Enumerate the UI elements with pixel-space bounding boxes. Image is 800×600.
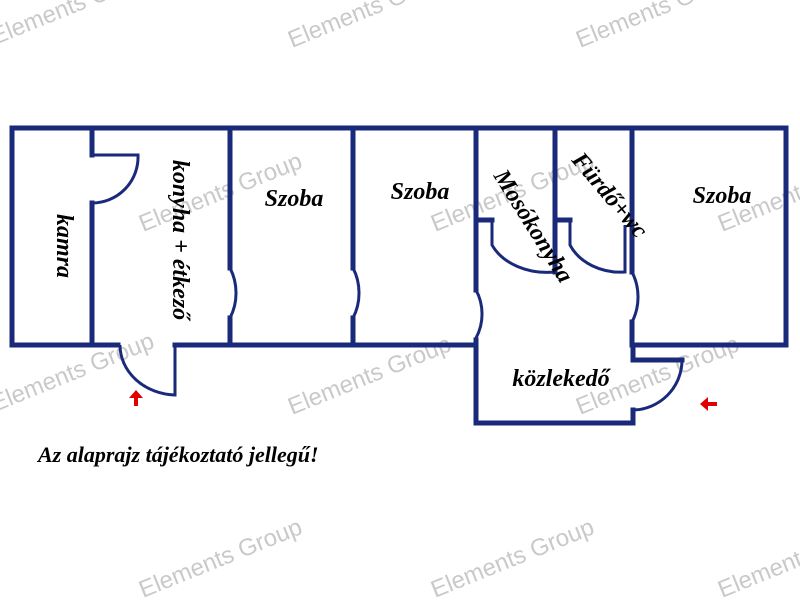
door-furdo <box>568 220 627 274</box>
door-kamra <box>91 153 140 205</box>
watermark: Elements Group <box>0 0 158 51</box>
door-szoba1 <box>228 267 238 319</box>
door-konyha-exterior <box>118 344 177 397</box>
doors <box>91 153 684 412</box>
room-label-furdo: Fürdő+wc <box>566 147 653 244</box>
arrow-up-icon <box>129 390 143 406</box>
entrance-arrows <box>129 390 717 411</box>
watermark: Elements Group <box>427 514 598 600</box>
room-label-konyha: konyha + étkező <box>167 160 193 322</box>
room-label-szoba: Szoba <box>693 183 752 209</box>
disclaimer-note: Az alaprajz tájékoztató jellegű! <box>38 442 319 467</box>
room-label-szoba: Szoba <box>265 186 324 212</box>
door-corridor-exterior <box>632 359 684 412</box>
door-szoba2 <box>351 267 361 319</box>
watermark: Elements Group <box>284 0 455 54</box>
door-corridor <box>474 289 484 339</box>
walls <box>9 125 789 426</box>
door-szoba3 <box>630 271 640 323</box>
door-mosokonyha <box>490 220 556 274</box>
room-label-kamra: kamra <box>51 214 77 278</box>
room-label-szoba: Szoba <box>391 179 450 205</box>
watermark: Elements Group <box>135 514 306 600</box>
watermark: Elements Group <box>714 514 800 600</box>
watermark: Elements Group <box>572 0 743 54</box>
arrow-left-icon <box>700 397 717 411</box>
room-label-kozlekedo: közlekedő <box>512 366 611 392</box>
